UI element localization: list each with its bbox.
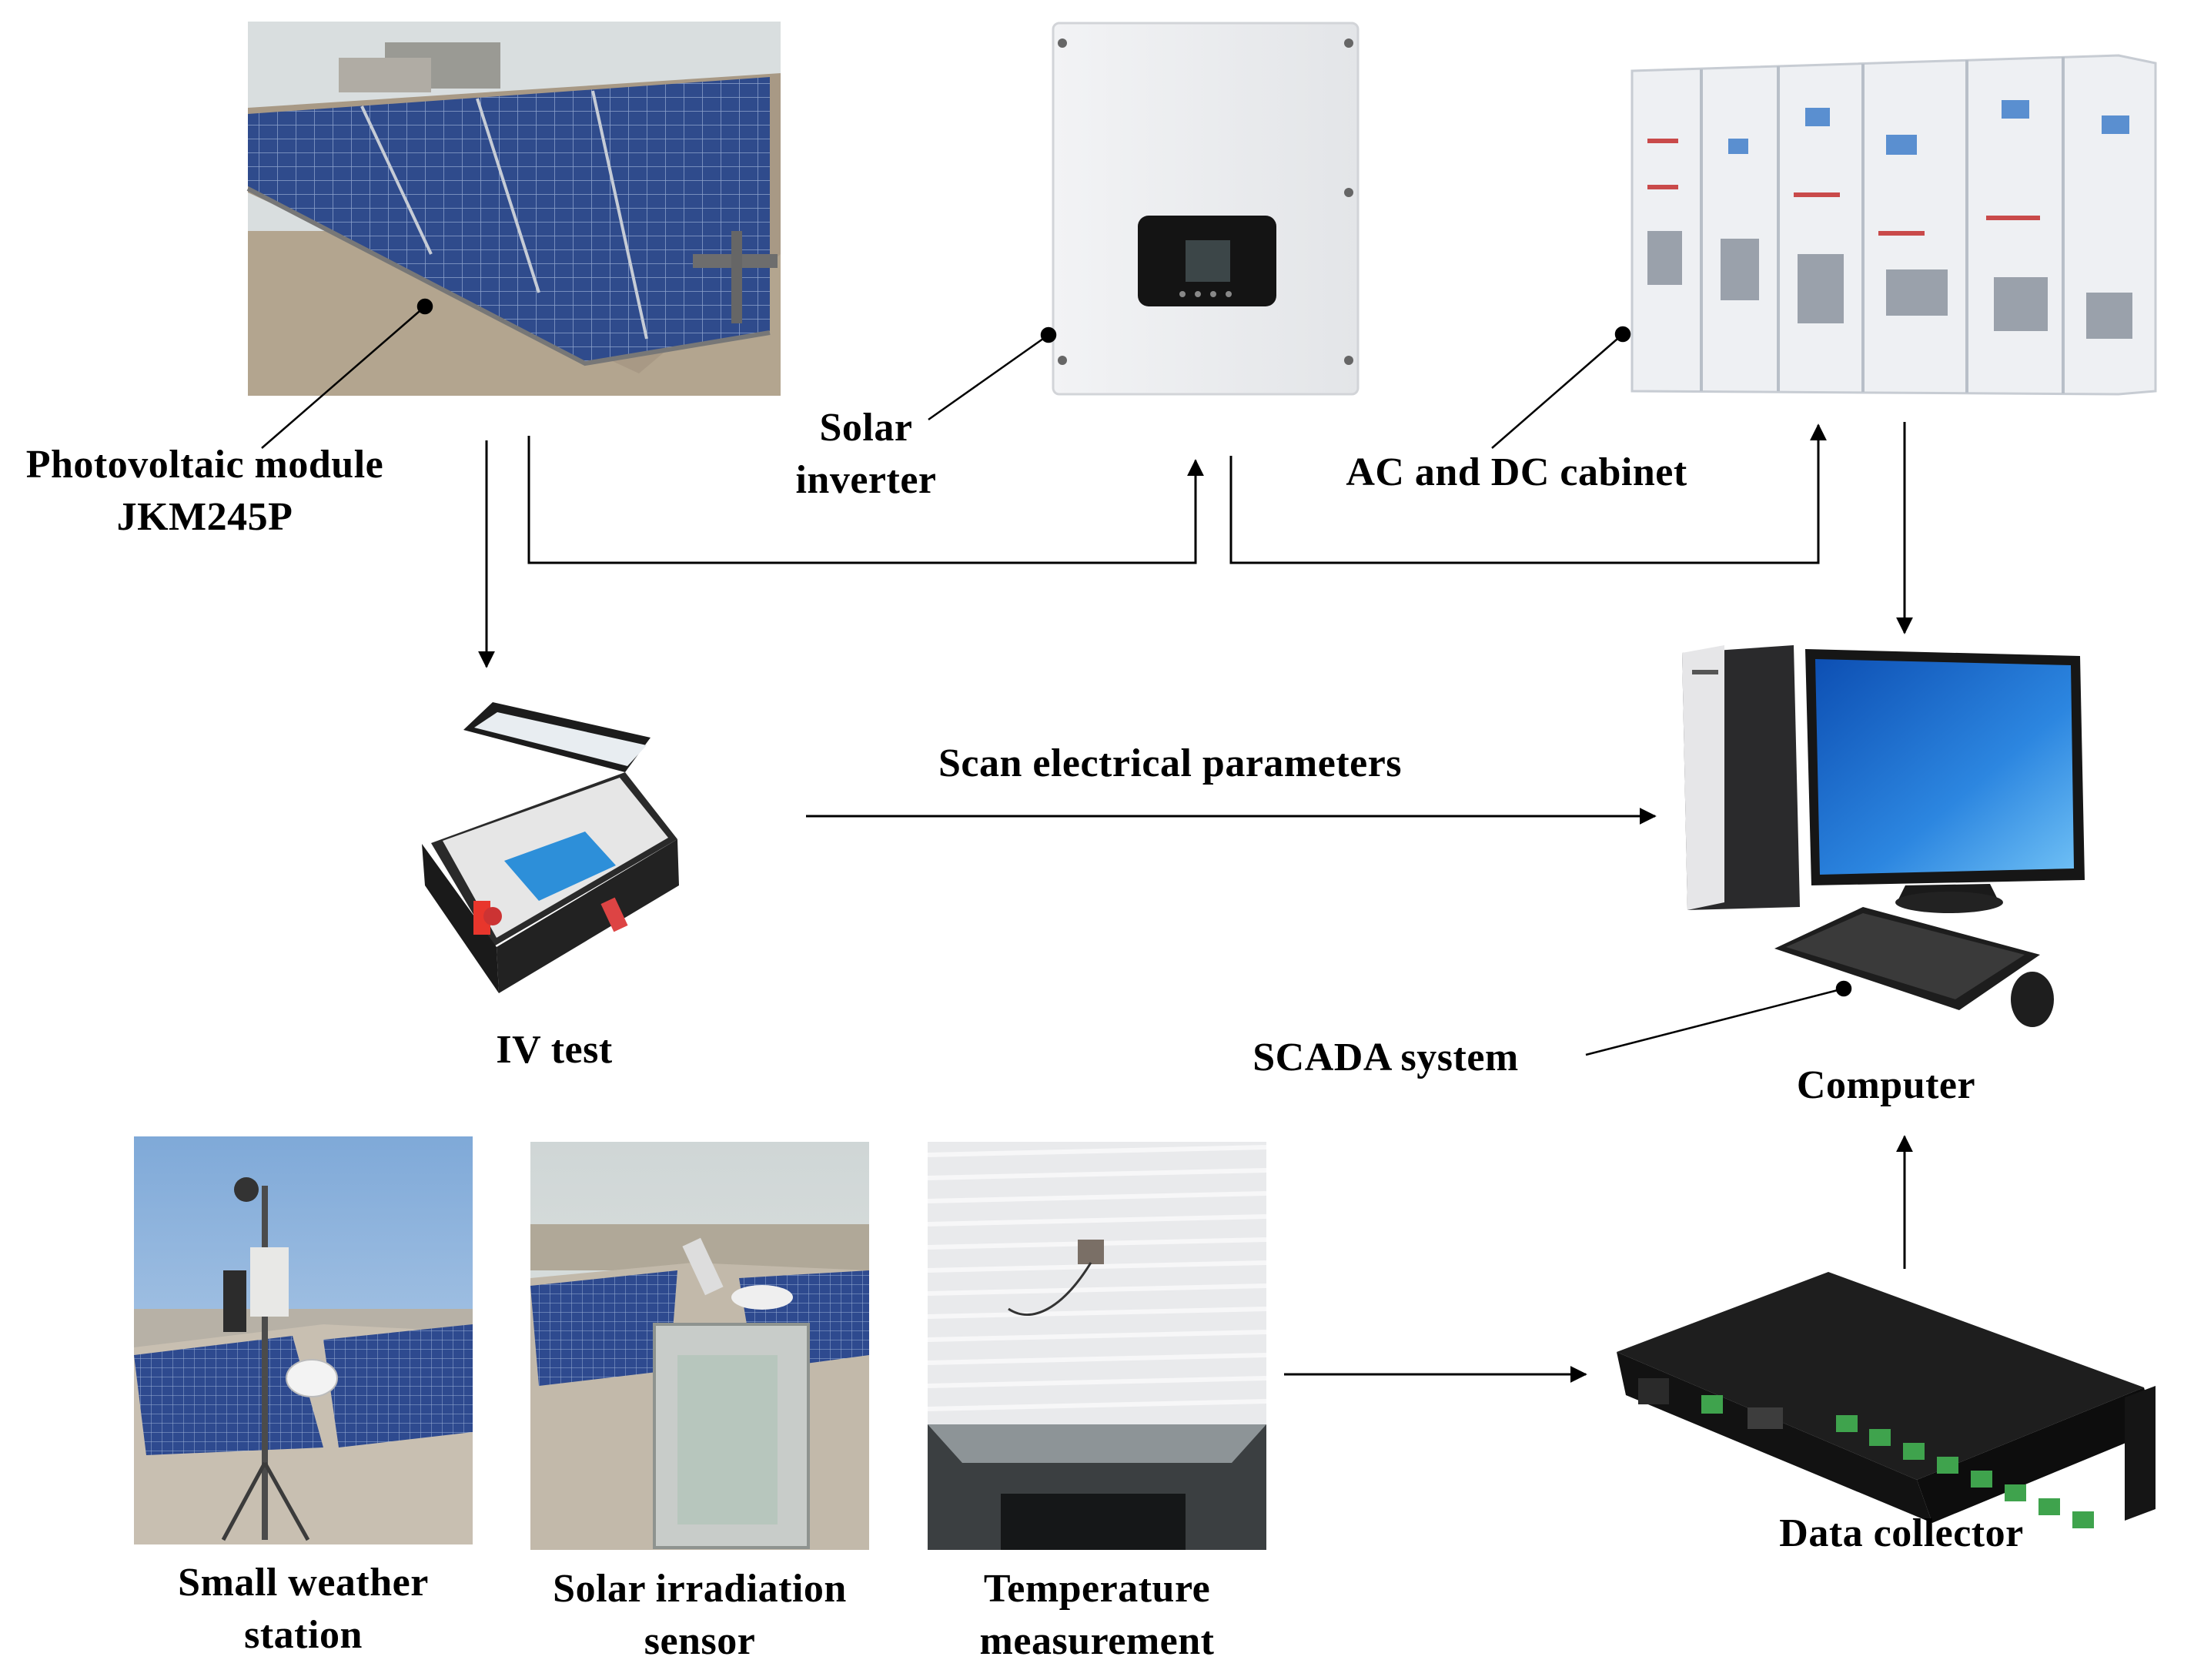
data-collector-image [1617,1272,2156,1528]
pv-module-label-line2: JKM245P [116,495,293,539]
leader-inverter-dot [1040,326,1057,343]
edge-pv-to-inverter [527,436,1204,564]
pv-module-photo [246,22,781,396]
iv-test-label: IV test [496,1028,613,1072]
irradiation-sensor-photo [530,1142,869,1550]
leader-scada-dot [1835,980,1852,997]
edge-inverter-to-cabinet [1229,423,1827,564]
scada-label: SCADA system [1253,1036,1519,1079]
iv-test-device [422,702,679,993]
irradiation-sensor-label-line2: sensor [644,1619,756,1663]
weather-station-label-line2: station [244,1613,363,1657]
pv-module-label-line1: Photovoltaic module [25,443,384,487]
leader-scada [1585,987,1844,1056]
leader-pv-dot [416,298,433,315]
temperature-label-line1: Temperature [983,1567,1211,1611]
data-collector-label: Data collector [1779,1511,2024,1555]
cabinet-label: AC and DC cabinet [1346,450,1687,494]
computer-image [1682,645,2085,1027]
cabinet-photo [1630,54,2157,396]
weather-station-label: Small weather station [134,1557,473,1662]
inverter-label: Solar inverter [785,402,947,507]
weather-station-photo [134,1136,473,1544]
inverter-label-line1: Solar [819,406,913,450]
leader-inverter [928,333,1049,421]
leader-cabinet [1491,333,1624,449]
computer-label: Computer [1796,1063,1976,1107]
weather-station-label-line1: Small weather [178,1561,429,1605]
inverter-label-line2: inverter [795,458,937,502]
temperature-measurement-photo [927,1142,1267,1550]
leader-pv [261,306,426,449]
irradiation-sensor-label-line1: Solar irradiation [553,1567,847,1611]
irradiation-sensor-label: Solar irradiation sensor [523,1563,877,1668]
temperature-label-line2: measurement [979,1619,1215,1663]
edge-label-scan-electrical-parameters: Scan electrical parameters [938,741,1403,785]
inverter-photo [1052,22,1360,396]
pv-module-label: Photovoltaic module JKM245P [0,439,410,544]
temperature-label: Temperature measurement [920,1563,1274,1668]
leader-cabinet-dot [1614,326,1631,343]
